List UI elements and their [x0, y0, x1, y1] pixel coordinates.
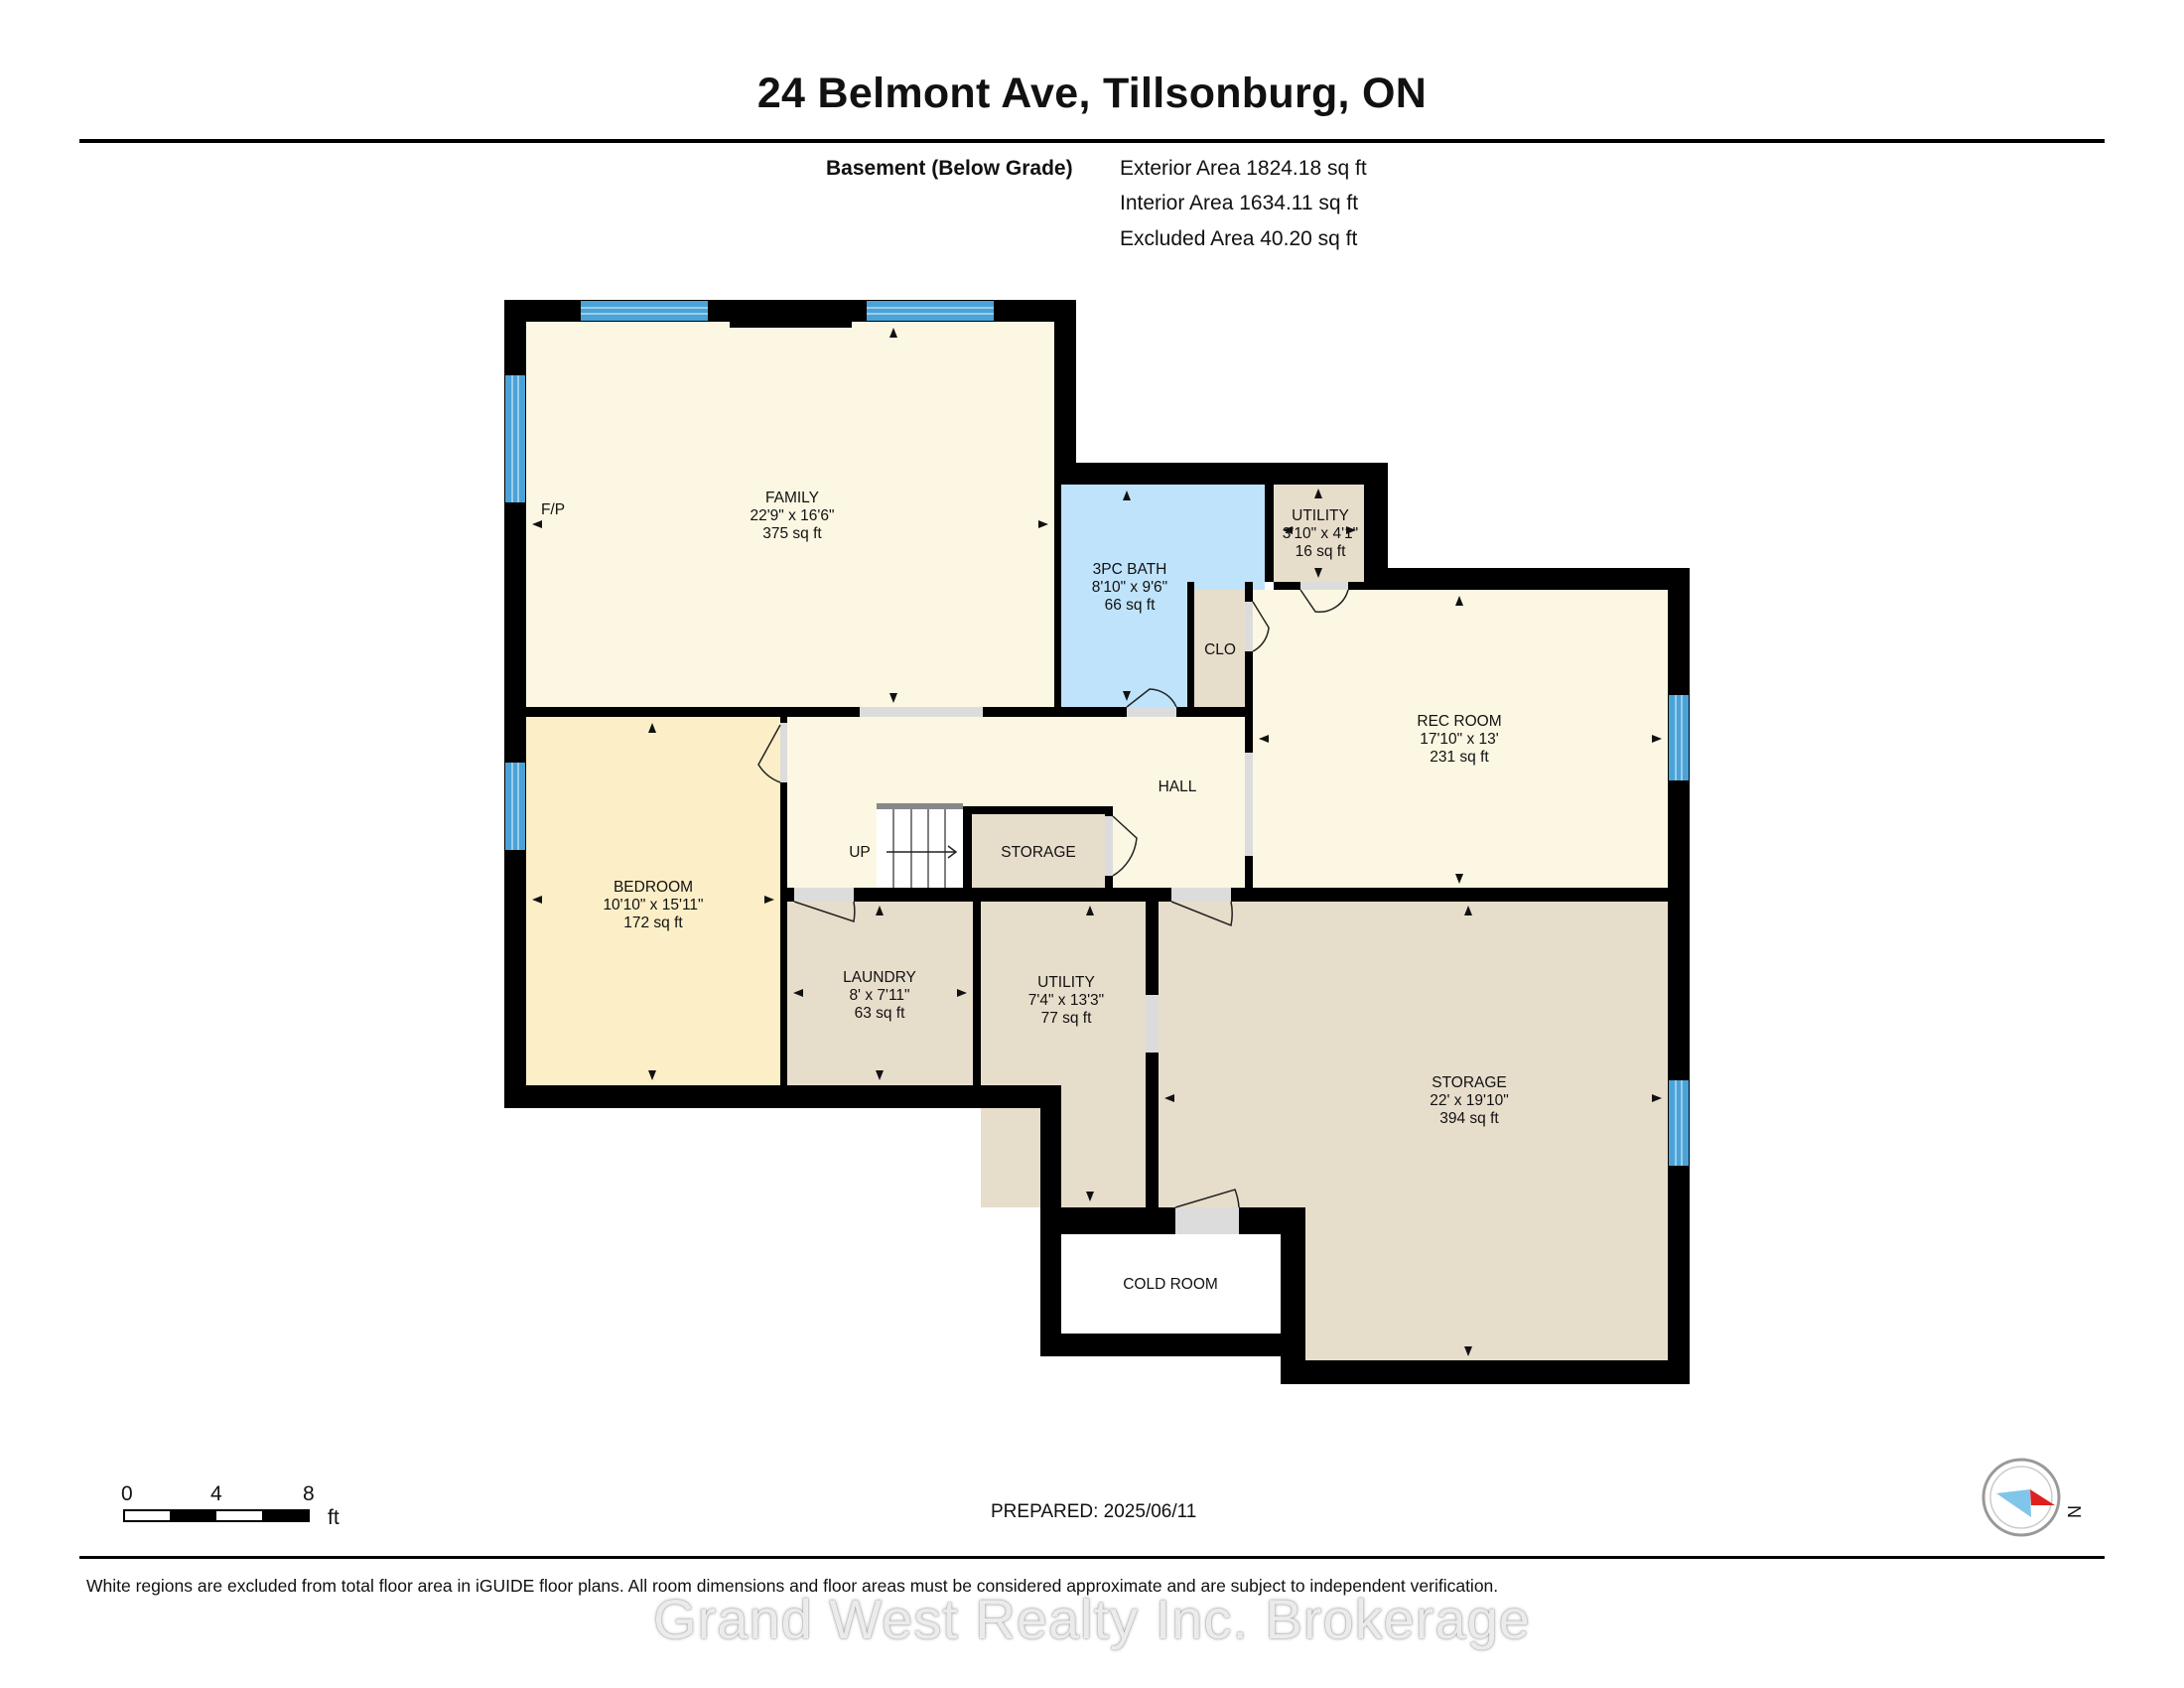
- hall-label: HALL: [1159, 778, 1197, 795]
- family-area: 375 sq ft: [762, 525, 822, 542]
- title-rule: [79, 139, 2105, 143]
- laundry-room: [787, 902, 973, 1086]
- level-name: Basement (Below Grade): [826, 157, 1073, 180]
- windows: [505, 301, 1689, 1166]
- storage-dims: 22' x 19'10": [1430, 1092, 1509, 1109]
- fireplace-label: F/P: [541, 501, 565, 518]
- storage-small-label: STORAGE: [1001, 844, 1076, 861]
- family-room: [526, 322, 1054, 707]
- window: [1669, 695, 1689, 780]
- family-name: FAMILY: [765, 490, 819, 506]
- bedroom-area: 172 sq ft: [623, 914, 683, 931]
- window: [581, 301, 708, 321]
- scale-tick-4: 4: [210, 1482, 222, 1505]
- stair-treads: [877, 803, 963, 888]
- closet-label: CLO: [1204, 641, 1236, 658]
- rec-name: REC ROOM: [1417, 713, 1501, 730]
- footer-disclaimer: White regions are excluded from total fl…: [86, 1576, 1499, 1596]
- cold-room-label: COLD ROOM: [1123, 1276, 1218, 1293]
- window: [867, 301, 994, 321]
- openings: [780, 582, 1348, 1234]
- utility-small-room: [1274, 485, 1364, 582]
- watermark: Grand West Realty Inc. Brokerage: [653, 1588, 1531, 1650]
- compass-icon: [1981, 1458, 2061, 1537]
- family-dims: 22'9" x 16'6": [750, 507, 834, 524]
- footer-rule: [79, 1556, 2105, 1559]
- storage-room: [1159, 902, 1668, 1360]
- storage-small-room: [972, 814, 1105, 888]
- rec-room: [1253, 590, 1668, 888]
- utility-small-name: UTILITY: [1292, 507, 1349, 524]
- utility-room: [981, 902, 1146, 1207]
- bath-dims: 8'10" x 9'6": [1092, 579, 1167, 596]
- rec-dims: 17'10" x 13': [1420, 731, 1499, 748]
- cold-room: [1061, 1234, 1281, 1334]
- utility-area: 77 sq ft: [1041, 1010, 1093, 1027]
- scale-tick-0: 0: [121, 1482, 133, 1505]
- utility-small-dims: 3'10" x 4'1": [1283, 525, 1358, 542]
- closet: [1194, 590, 1245, 707]
- window: [1669, 1080, 1689, 1166]
- scale-unit: ft: [328, 1506, 340, 1529]
- bedroom-name: BEDROOM: [614, 879, 693, 896]
- laundry-area: 63 sq ft: [855, 1005, 906, 1022]
- dimension-arrows: [532, 328, 1662, 1356]
- utility-name: UTILITY: [1037, 974, 1095, 991]
- bath-area: 66 sq ft: [1105, 597, 1157, 614]
- bedroom: [526, 717, 780, 1086]
- compass-north-label: N: [2064, 1505, 2084, 1518]
- utility-dims: 7'4" x 13'3": [1028, 992, 1104, 1009]
- window: [505, 375, 525, 502]
- window: [505, 763, 525, 850]
- storage-area: 394 sq ft: [1439, 1110, 1499, 1127]
- page-title: 24 Belmont Ave, Tillsonburg, ON: [756, 70, 1428, 117]
- scale-bar: [123, 1509, 310, 1522]
- bedroom-dims: 10'10" x 15'11": [603, 897, 703, 914]
- bath-name: 3PC BATH: [1093, 561, 1167, 578]
- interior-area: Interior Area 1634.11 sq ft: [1120, 192, 1359, 214]
- utility-small-area: 16 sq ft: [1296, 543, 1347, 560]
- excluded-area: Excluded Area 40.20 sq ft: [1120, 227, 1358, 250]
- laundry-dims: 8' x 7'11": [849, 987, 909, 1004]
- prepared-date: PREPARED: 2025/06/11: [991, 1501, 1197, 1522]
- scale-tick-8: 8: [303, 1482, 315, 1505]
- rec-area: 231 sq ft: [1430, 749, 1489, 766]
- stairs-up-label: UP: [849, 844, 871, 861]
- laundry-name: LAUNDRY: [843, 969, 916, 986]
- door-swings: [757, 589, 1349, 1208]
- exterior-area: Exterior Area 1824.18 sq ft: [1120, 157, 1367, 180]
- storage-name: STORAGE: [1432, 1074, 1507, 1091]
